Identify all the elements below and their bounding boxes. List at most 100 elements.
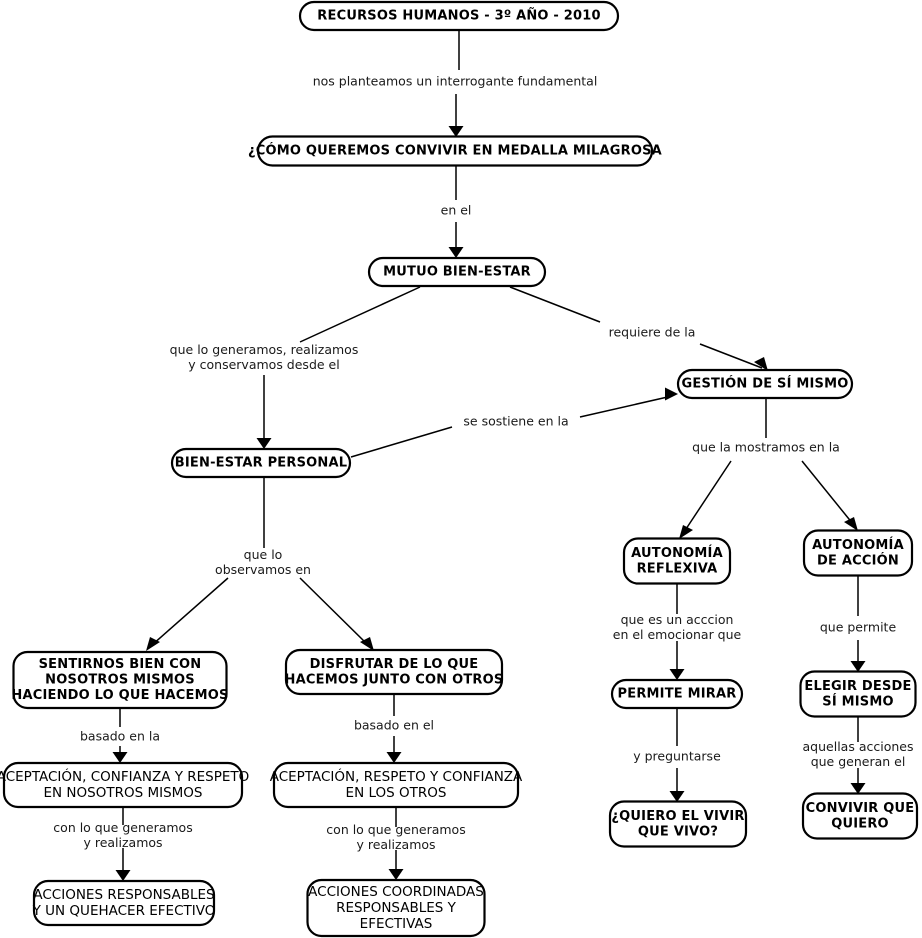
node-box[interactable] bbox=[802, 529, 914, 577]
node-box[interactable] bbox=[32, 879, 216, 927]
link-label-line: que permite bbox=[820, 620, 897, 635]
node-label-line: RECURSOS HUMANOS - 3º AÑO - 2010 bbox=[317, 8, 600, 24]
node-label-line: BIEN-ESTAR PERSONAL bbox=[175, 456, 347, 471]
link-label-line: con lo que generamos bbox=[53, 820, 192, 835]
node-box[interactable] bbox=[298, 0, 620, 32]
node-label-line: DISFRUTAR DE LO QUE bbox=[310, 657, 479, 672]
node-label-line: Y UN QUEHACER EFECTIVO bbox=[32, 903, 216, 919]
link-label-line: y conservamos desde el bbox=[188, 357, 339, 372]
node-box[interactable] bbox=[676, 368, 854, 400]
node-label-line: QUE VIVO? bbox=[638, 824, 718, 839]
node-label-line: ¿QUIERO EL VIVIR bbox=[611, 809, 744, 824]
edge-sentirnos-to-aceptacion-arrowhead bbox=[112, 752, 128, 763]
edge-observamos-to-sentirnos-line bbox=[151, 577, 229, 646]
node-box[interactable] bbox=[256, 135, 654, 167]
edge-mutuo-to-bienestar-lower bbox=[256, 375, 272, 449]
node-box[interactable] bbox=[170, 447, 352, 479]
node-n2[interactable]: ¿CÓMO QUEREMOS CONVIVIR EN MEDALLA MILAG… bbox=[248, 135, 662, 167]
link-label-l4: requiere de la bbox=[609, 325, 696, 340]
edge-observamos-to-sentirnos-arrowhead bbox=[146, 637, 160, 651]
node-label-line: DE ACCIÓN bbox=[817, 552, 899, 568]
node-n1[interactable]: RECURSOS HUMANOS - 3º AÑO - 2010 bbox=[298, 0, 620, 32]
node-box[interactable] bbox=[284, 648, 504, 696]
link-label-line: que es un acccion bbox=[621, 612, 734, 627]
node-box[interactable] bbox=[608, 800, 748, 848]
link-label-line: en el emocionar que bbox=[613, 627, 742, 642]
node-n5[interactable]: BIEN-ESTAR PERSONAL bbox=[170, 447, 352, 479]
link-label-line: basado en el bbox=[354, 718, 434, 733]
node-box[interactable] bbox=[367, 256, 547, 288]
edge-observamos-to-sentirnos bbox=[146, 577, 229, 651]
link-label-line: observamos en bbox=[215, 562, 311, 577]
link-label-line: se sostiene en la bbox=[463, 414, 568, 429]
node-box[interactable] bbox=[2, 761, 244, 809]
node-label-line: AUTONOMÍA bbox=[631, 545, 723, 561]
node-n3[interactable]: MUTUO BIEN-ESTAR bbox=[367, 256, 547, 288]
node-box[interactable] bbox=[306, 878, 486, 938]
edge-mutuo-to-gestion-lower-line bbox=[699, 343, 763, 369]
link-label-line: en el bbox=[441, 203, 472, 218]
node-label-line: ACCIONES COORDINADAS bbox=[308, 884, 484, 900]
link-label-line: y preguntarse bbox=[633, 749, 721, 764]
edge-sentirnos-to-aceptacion bbox=[112, 746, 128, 763]
edge-mutuo-to-bienestar-upper bbox=[299, 286, 421, 343]
node-label-line: EN LOS OTROS bbox=[346, 785, 447, 801]
edge-recursos-to-como-lower-arrowhead bbox=[448, 126, 464, 137]
edge-bienestar-to-gestion-right bbox=[579, 387, 678, 418]
node-box[interactable] bbox=[799, 670, 917, 718]
edge-observamos-to-disfrutar bbox=[299, 577, 374, 651]
link-label-l6: que la mostramos en la bbox=[692, 440, 840, 455]
edge-accion-to-elegir-arrowhead bbox=[850, 661, 866, 672]
edge-mutuo-to-gestion-upper bbox=[509, 286, 601, 323]
link-label-line: y realizamos bbox=[356, 837, 435, 852]
node-label-line: ¿CÓMO QUEREMOS CONVIVIR EN MEDALLA MILAG… bbox=[248, 143, 662, 159]
node-label-line: RESPONSABLES Y bbox=[336, 900, 457, 916]
node-label-line: AUTONOMÍA bbox=[812, 537, 904, 553]
link-label-line: basado en la bbox=[80, 729, 160, 744]
edge-bienestar-to-gestion-left bbox=[350, 426, 453, 458]
link-label-line: que generan el bbox=[811, 754, 906, 769]
edge-reflexiva-to-permite-arrowhead bbox=[669, 669, 685, 680]
edge-aceptacion-to-acciones-arrowhead bbox=[115, 870, 131, 881]
node-label-line: GESTIÓN DE SÍ MISMO bbox=[682, 376, 849, 392]
edge-elegir-to-convivir bbox=[850, 768, 866, 794]
node-box[interactable] bbox=[622, 537, 732, 585]
node-label-line: CONVIVIR QUE bbox=[806, 801, 915, 816]
node-box[interactable] bbox=[12, 650, 228, 710]
node-box[interactable] bbox=[610, 678, 744, 710]
edge-mutuo-to-gestion-upper-line bbox=[509, 286, 601, 323]
node-n10[interactable]: PERMITE MIRAR bbox=[610, 678, 744, 710]
edge-gestion-to-reflexiva-line bbox=[683, 460, 732, 533]
edge-accion-to-elegir bbox=[850, 640, 866, 672]
node-label-line: ELEGIR DESDE bbox=[804, 679, 911, 694]
edge-mutuo-to-bienestar-upper-line bbox=[299, 286, 421, 343]
node-box[interactable] bbox=[801, 792, 919, 840]
edge-disfrutar-to-aceptacion-arrowhead bbox=[386, 752, 402, 763]
link-label-line: con lo que generamos bbox=[326, 822, 465, 837]
link-label-line: aquellas acciones bbox=[803, 739, 914, 754]
node-box[interactable] bbox=[272, 761, 520, 809]
edge-mutuo-to-bienestar-lower-arrowhead bbox=[256, 438, 272, 449]
edge-bienestar-to-gestion-left-line bbox=[350, 426, 453, 458]
node-label-line: EFECTIVAS bbox=[360, 916, 433, 932]
node-n4[interactable]: GESTIÓN DE SÍ MISMO bbox=[676, 368, 854, 400]
edge-gestion-to-reflexiva bbox=[679, 460, 732, 539]
